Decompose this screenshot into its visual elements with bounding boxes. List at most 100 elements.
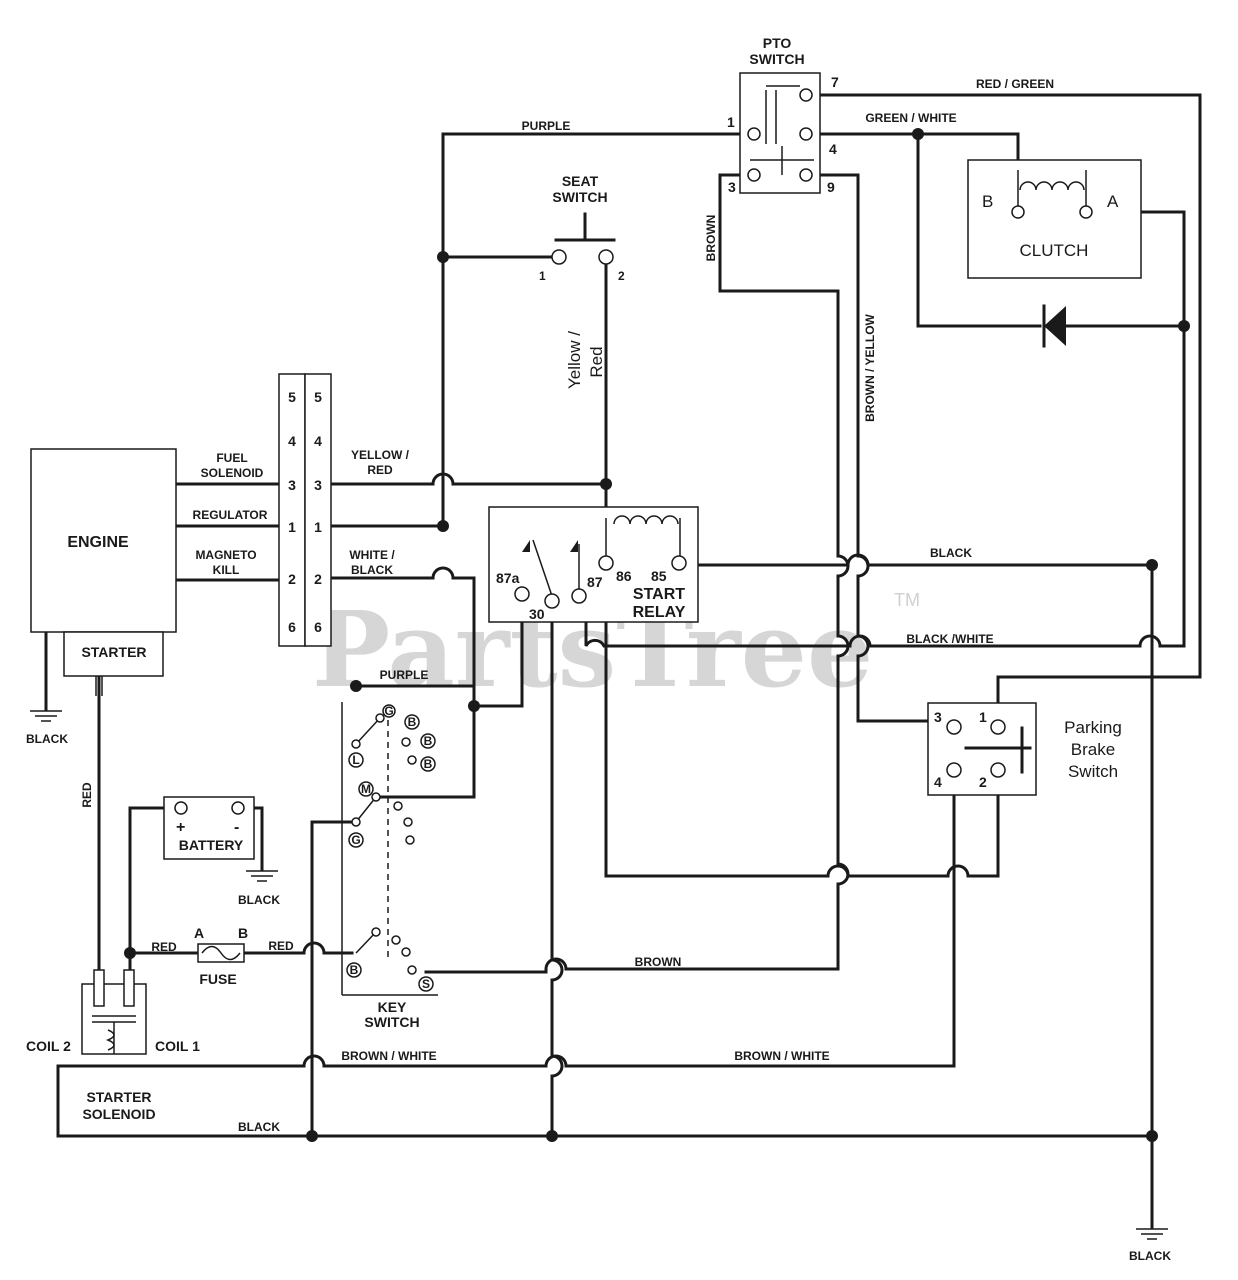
pin-label: 5 <box>314 389 322 405</box>
magneto-kill-label-2: KILL <box>213 563 240 577</box>
seat-terminal-1: 1 <box>539 269 546 283</box>
connector-pins-left: 5 4 3 1 2 6 <box>288 389 296 635</box>
pto-terminal-7: 7 <box>831 74 839 90</box>
starter-solenoid <box>81 969 147 1055</box>
fuel-solenoid-label-1: FUEL <box>216 451 247 465</box>
starter-label: STARTER <box>81 644 146 660</box>
wire-label-black-battery-ground: BLACK <box>238 893 280 907</box>
battery-label: BATTERY <box>179 837 244 853</box>
pin-label: 3 <box>288 477 296 493</box>
wire-label-brown-key: BROWN <box>635 955 682 969</box>
relay-terminal-30: 30 <box>529 606 545 622</box>
key-terminal-b2: B <box>424 734 433 748</box>
parking-terminal-2: 2 <box>979 774 987 790</box>
pto-terminal-9: 9 <box>827 179 835 195</box>
engine: ENGINE STARTER <box>30 448 177 696</box>
pin-label: 4 <box>314 433 322 449</box>
wire-label-black-relay: BLACK <box>930 546 972 560</box>
parking-brake-label-2: Brake <box>1071 740 1115 759</box>
pin-label: 6 <box>314 619 322 635</box>
wire-label-brown-yellow: BROWN / YELLOW <box>863 313 877 421</box>
key-terminal-b4: B <box>350 963 359 977</box>
clutch <box>967 159 1142 279</box>
key-terminal-g1: G <box>384 704 393 718</box>
wire-label-white-black-1: WHITE / <box>349 548 395 562</box>
seat-switch-label-2: SWITCH <box>552 189 607 205</box>
wire-label-white-black-2: BLACK <box>351 563 393 577</box>
battery <box>163 796 255 860</box>
pin-label: 2 <box>288 571 296 587</box>
battery-terminal-neg: - <box>234 819 239 836</box>
key-terminal-g2: G <box>351 833 360 847</box>
relay-terminal-87: 87 <box>587 574 603 590</box>
wire-label-black-white: BLACK /WHITE <box>906 632 993 646</box>
fuse-terminal-b: B <box>238 925 248 941</box>
pto-switch <box>739 72 821 194</box>
key-terminal-s: S <box>422 977 430 991</box>
fuel-solenoid-label-2: SOLENOID <box>201 466 264 480</box>
wire-label-brown-pto: BROWN <box>704 215 718 262</box>
key-switch-label-2: SWITCH <box>364 1014 419 1030</box>
key-switch-label-1: KEY <box>378 999 407 1015</box>
fuse-icon <box>197 943 245 963</box>
solenoid-coil2-label: COIL 2 <box>26 1038 71 1054</box>
pto-switch-label-1: PTO <box>763 35 792 51</box>
wires <box>44 93 1202 1230</box>
wire-label-purple-top: PURPLE <box>522 119 571 133</box>
solenoid-coil1-label: COIL 1 <box>155 1038 200 1054</box>
diode-icon <box>1042 304 1066 348</box>
pin-label: 1 <box>288 519 296 535</box>
parking-terminal-3: 3 <box>934 709 942 725</box>
pto-terminal-3: 3 <box>728 179 736 195</box>
harness-connector <box>278 373 332 647</box>
wire-label-brown-white-right: BROWN / WHITE <box>734 1049 829 1063</box>
wire-label-black-main-ground: BLACK <box>1129 1249 1171 1263</box>
relay-terminal-85: 85 <box>651 568 667 584</box>
start-relay-label-1: START <box>633 586 685 603</box>
wire-label-yellow-red-seat-1: Yellow / <box>565 331 584 389</box>
seat-switch-label-1: SEAT <box>562 173 599 189</box>
wire-label-green-white: GREEN / WHITE <box>865 111 956 125</box>
parking-terminal-1: 1 <box>979 709 987 725</box>
seat-switch <box>551 212 616 265</box>
regulator-label: REGULATOR <box>193 508 268 522</box>
pto-switch-label-2: SWITCH <box>749 51 804 67</box>
wire-label-red-green: RED / GREEN <box>976 77 1054 91</box>
pin-label: 1 <box>314 519 322 535</box>
key-terminal-b3: B <box>424 757 433 771</box>
pto-terminal-1: 1 <box>727 114 735 130</box>
junction-dots <box>124 128 1190 1142</box>
fuse-terminal-a: A <box>194 925 204 941</box>
ground-symbol-engine <box>30 710 62 722</box>
clutch-label: CLUTCH <box>1020 241 1089 260</box>
pin-label: 2 <box>314 571 322 587</box>
start-relay-label-2: RELAY <box>633 604 686 621</box>
relay-terminal-86: 86 <box>616 568 632 584</box>
magneto-kill-label-1: MAGNETO <box>195 548 256 562</box>
pin-label: 5 <box>288 389 296 405</box>
wire-label-red-fuse-out: RED <box>268 939 294 953</box>
connector-pins-right: 5 4 3 1 2 6 <box>314 389 322 635</box>
pin-label: 4 <box>288 433 296 449</box>
wire-label-red-fuse-in: RED <box>151 940 177 954</box>
parking-terminal-4: 4 <box>934 774 942 790</box>
key-switch <box>341 702 438 996</box>
wire-label-black-bottom: BLACK <box>238 1120 280 1134</box>
watermark-tm: TM <box>894 590 920 610</box>
pin-label: 6 <box>288 619 296 635</box>
ground-symbol-battery <box>246 870 278 882</box>
wire-label-black-engine-ground: BLACK <box>26 732 68 746</box>
key-terminal-l: L <box>352 753 359 767</box>
seat-terminal-2: 2 <box>618 269 625 283</box>
key-terminal-b1: B <box>408 715 417 729</box>
parking-brake-label-1: Parking <box>1064 718 1122 737</box>
pto-terminal-4: 4 <box>829 141 837 157</box>
pin-label: 3 <box>314 477 322 493</box>
fuse-label: FUSE <box>199 971 236 987</box>
clutch-terminal-b: B <box>982 192 993 211</box>
wire-label-yellow-red-conn-2: RED <box>367 463 393 477</box>
wire-label-purple-key: PURPLE <box>380 668 429 682</box>
parking-brake-label-3: Switch <box>1068 762 1118 781</box>
wire-label-brown-white-left: BROWN / WHITE <box>341 1049 436 1063</box>
